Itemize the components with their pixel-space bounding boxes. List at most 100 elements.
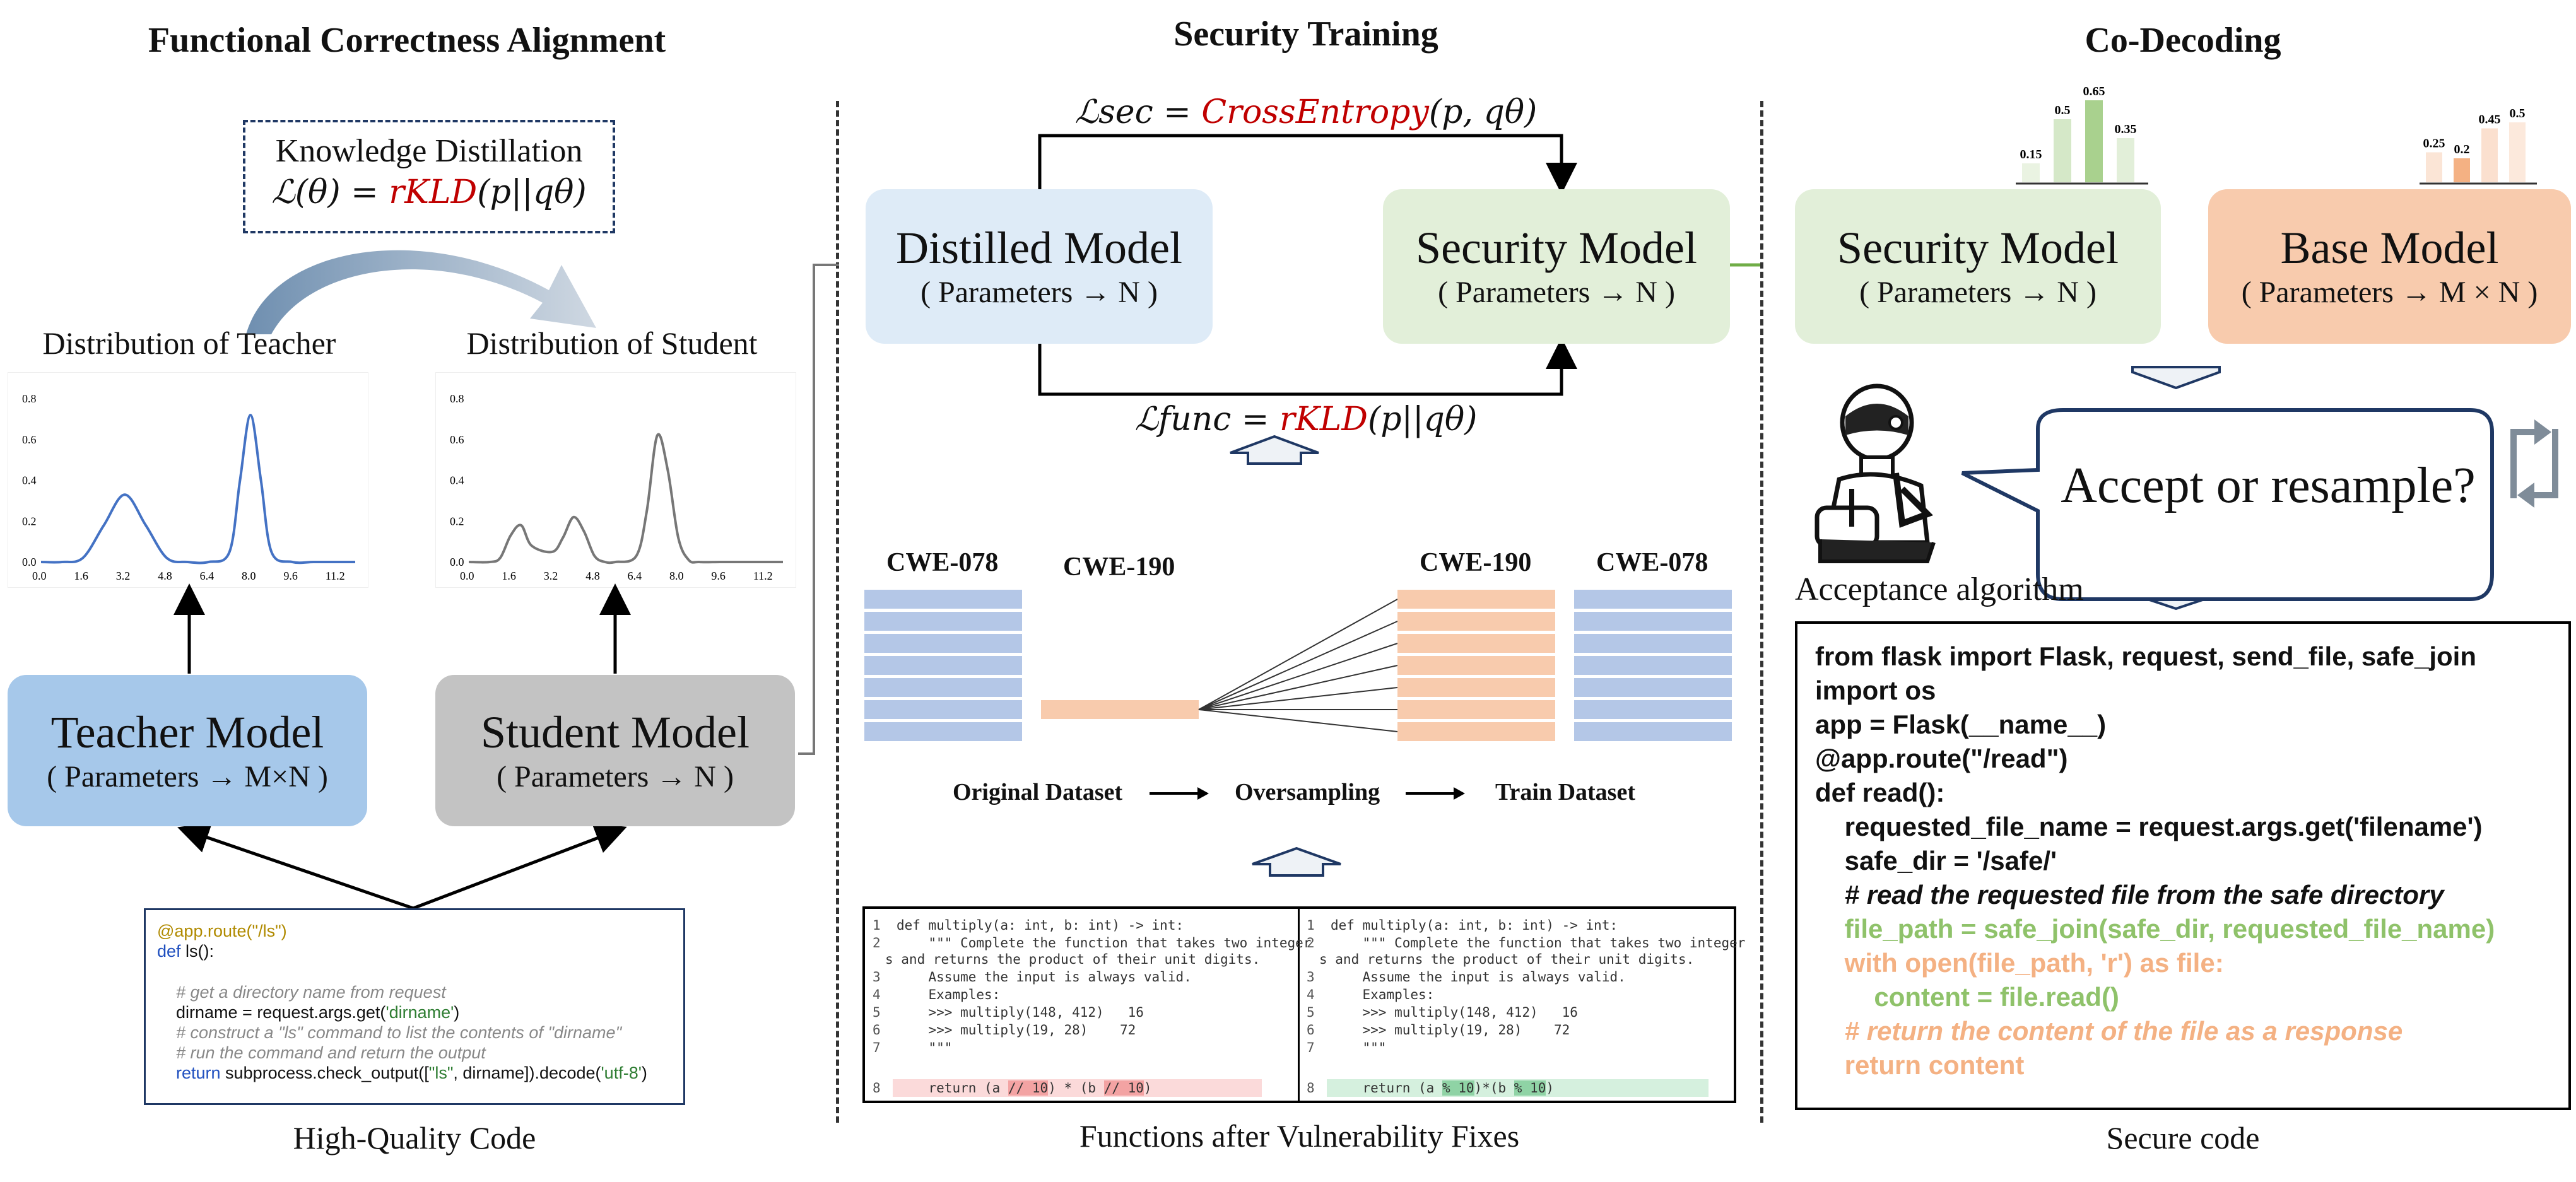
- hq-code-comment1: # get a directory name from request: [176, 983, 446, 1002]
- original-cwe078-stack: [864, 590, 1022, 741]
- dataset-oversampling-graphic: [864, 590, 1732, 741]
- y-tick-label: 0.4: [22, 474, 37, 487]
- security-model-box-training: Security Model ( Parameters → N ): [1383, 189, 1730, 344]
- arrow-to-oversampling: [1150, 792, 1200, 795]
- label-original-dataset: Original Dataset: [953, 779, 1123, 805]
- y-tick-label: 0.2: [22, 515, 37, 527]
- secure-code-line-7: safe_dir = '/safe/': [1815, 846, 2057, 875]
- secure-code-line-2: import os: [1815, 676, 1936, 705]
- secure-code-line-1: from flask import Flask, request, send_f…: [1815, 641, 2476, 671]
- speech-bubble-shape: [1961, 408, 2494, 601]
- security-model-name-decoding: Security Model: [1837, 223, 2119, 274]
- x-tick-label: 4.8: [158, 570, 172, 582]
- probability-bar: [2509, 122, 2526, 182]
- y-tick-label: 0.0: [450, 556, 464, 568]
- probability-bar-label: 0.45: [2479, 113, 2501, 127]
- security-model-params-training: ( Parameters → N ): [1438, 276, 1675, 310]
- cwe-label-078-train: CWE-078: [1596, 548, 1709, 577]
- kd-formula: ℒ(θ) = rKLD(p||qθ): [271, 173, 587, 211]
- arrow-to-train: [1406, 792, 1456, 795]
- probability-bar-label: 0.15: [2020, 148, 2042, 161]
- distilled-model-params: ( Parameters → N ): [920, 276, 1158, 310]
- resample-cycle-icon: [2510, 419, 2558, 508]
- security-model-name-training: Security Model: [1416, 223, 1697, 274]
- label-train-dataset: Train Dataset: [1495, 779, 1635, 805]
- secure-code-line-10: with open(file_path, 'r') as file:: [1815, 948, 2224, 978]
- x-tick-label: 0.0: [460, 570, 474, 582]
- caption-functions-after-fixes: Functions after Vulnerability Fixes: [1079, 1118, 1520, 1154]
- robot-thinker-icon: [1814, 383, 1936, 563]
- teacher-model-box: Teacher Model ( Parameters → M×N ): [8, 675, 367, 826]
- loss-func-formula: ℒfunc = rKLD(p||qθ): [1134, 401, 1478, 438]
- x-tick-label: 11.2: [326, 570, 345, 582]
- hq-code-decorator: @app.route("/ls"): [157, 922, 287, 940]
- original-cwe190-stack: [1041, 700, 1199, 719]
- fix-right-line8: 8 return (a % 10)*(b % 10): [1307, 1080, 1554, 1096]
- x-tick-label: 11.2: [753, 570, 773, 582]
- x-tick-label: 6.4: [200, 570, 215, 582]
- security-model-params-decoding: ( Parameters → N ): [1859, 276, 2097, 310]
- distilled-model-name: Distilled Model: [896, 223, 1182, 274]
- probability-bar: [2481, 128, 2498, 182]
- student-model-params: ( Parameters → N ): [497, 759, 734, 793]
- y-tick-label: 0.2: [450, 515, 464, 527]
- title-co-decoding: Co-Decoding: [2085, 21, 2281, 60]
- kd-title: Knowledge Distillation: [275, 133, 583, 169]
- probability-bar-label: 0.5: [2055, 103, 2071, 117]
- y-tick-label: 0.6: [22, 433, 37, 446]
- caption-secure-code: Secure code: [2106, 1120, 2260, 1156]
- x-tick-label: 3.2: [544, 570, 558, 582]
- secure-code-line-6: requested_file_name = request.args.get('…: [1815, 812, 2483, 841]
- probability-bar-label: 0.25: [2423, 137, 2445, 151]
- probability-bar: [2426, 152, 2442, 182]
- secure-code-line-4: @app.route("/read"): [1815, 744, 2068, 773]
- train-cwe190-stack: [1397, 590, 1555, 741]
- fix-code-right: 1 def multiply(a: int, b: int) -> int: 2…: [1307, 918, 1746, 1097]
- separator-right: [1760, 101, 1763, 1123]
- label-distribution-teacher: Distribution of Teacher: [42, 325, 336, 361]
- secure-code-box: from flask import Flask, request, send_f…: [1795, 621, 2571, 1110]
- secure-code-line-11: content = file.read(): [1815, 982, 2119, 1012]
- caption-high-quality-code: High-Quality Code: [293, 1120, 536, 1156]
- security-training-loop: [1038, 134, 1760, 877]
- probability-bar-label: 0.65: [2083, 85, 2105, 98]
- oversample-lines: [1198, 599, 1398, 732]
- distribution-series-line: [40, 414, 355, 565]
- arrow-head-oversampling: [1197, 787, 1209, 800]
- x-tick-label: 9.6: [283, 570, 298, 582]
- distill-curved-arrow: [246, 250, 596, 334]
- y-tick-label: 0.8: [22, 392, 37, 405]
- probability-bar: [2117, 138, 2134, 182]
- cwe-label-190-original: CWE-190: [1063, 553, 1175, 582]
- probability-bar: [2054, 119, 2071, 182]
- label-acceptance-algorithm: Acceptance algorithm: [1795, 571, 2084, 607]
- vulnerability-fix-code-box: 1 def multiply(a: int, b: int) -> int: 2…: [862, 906, 1746, 1103]
- hq-code-comment3: # run the command and return the output: [176, 1043, 486, 1062]
- hq-code-line2: dirname = request.args.get('dirname'): [176, 1003, 460, 1022]
- y-tick-label: 0.4: [450, 474, 464, 487]
- speech-bubble-text: Accept or resample?: [2061, 458, 2476, 513]
- hq-code-return: return subprocess.check_output(["ls", di…: [176, 1063, 647, 1082]
- secure-code-line-12: # return the content of the file as a re…: [1815, 1016, 2403, 1046]
- secure-code-line-9: file_path = safe_join(safe_dir, requeste…: [1815, 914, 2495, 944]
- knowledge-distillation-box: Knowledge Distillation ℒ(θ) = rKLD(p||qθ…: [243, 120, 615, 233]
- loss-sec-formula: ℒsec = CrossEntropy(p, qθ): [1074, 93, 1538, 131]
- x-tick-label: 6.4: [628, 570, 642, 582]
- high-quality-code-box: @app.route("/ls") def ls(): # get a dire…: [144, 908, 685, 1105]
- cwe-label-078-original: CWE-078: [886, 548, 999, 577]
- student-model-name: Student Model: [481, 706, 750, 758]
- probability-bar: [2022, 163, 2040, 182]
- secure-code-line-5: def read():: [1815, 778, 1945, 807]
- label-oversampling: Oversampling: [1235, 779, 1380, 805]
- teacher-model-params: ( Parameters → M×N ): [47, 759, 328, 793]
- hq-code-comment2: # construct a "ls" command to list the c…: [176, 1023, 622, 1042]
- train-cwe078-stack: [1574, 590, 1732, 741]
- fix-code-left: 1 def multiply(a: int, b: int) -> int: 2…: [873, 918, 1312, 1097]
- fix-left-highlight: [893, 1079, 1262, 1097]
- probability-bar-label: 0.2: [2454, 143, 2470, 156]
- fix-left-line8: 8 return (a // 10) * (b // 10): [873, 1080, 1152, 1096]
